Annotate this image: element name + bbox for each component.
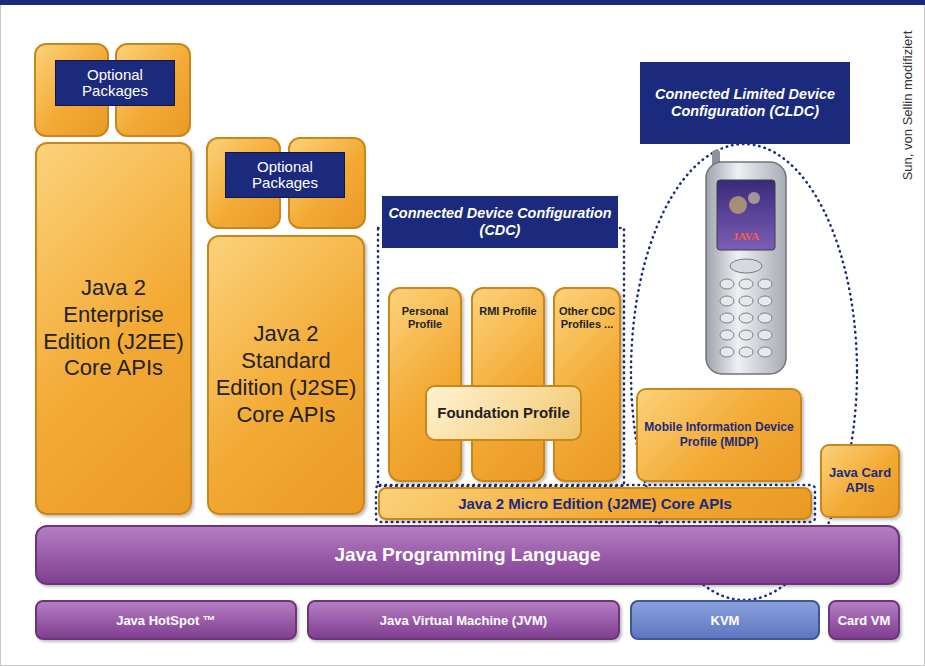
box-text: Java Virtual Machine (JVM) — [380, 613, 547, 628]
screen-graphic — [748, 192, 760, 204]
phone-key — [758, 347, 772, 357]
keypad — [720, 279, 772, 357]
vm-box: Java HotSpot ™ — [35, 600, 297, 640]
edition-box: Java 2 Standard Edition (J2SE) Core APIs — [207, 235, 365, 515]
configuration-heading: Connected Limited Device Configuration (… — [640, 62, 850, 144]
phone-key — [739, 296, 753, 306]
api-box: Java Card APIs — [820, 444, 900, 518]
box-text: Java HotSpot ™ — [116, 613, 216, 628]
screen-graphic — [729, 196, 747, 214]
phone-key — [720, 313, 734, 323]
phone-key — [720, 330, 734, 340]
vm-box: KVM — [630, 600, 820, 640]
box-text: Card VM — [838, 613, 891, 628]
language-bar: Java Programming Language — [35, 525, 900, 585]
phone-key — [720, 296, 734, 306]
vm-box: Java Virtual Machine (JVM) — [307, 600, 620, 640]
phone-body — [706, 162, 786, 374]
cdc-boundary — [378, 228, 624, 486]
edition-box: Java 2 Enterprise Edition (J2EE) Core AP… — [35, 142, 192, 515]
box-text: Optional Packages — [229, 159, 341, 192]
cdc-boundary — [376, 485, 815, 522]
box-text: Java 2 Standard Edition (J2SE) Core APIs — [215, 321, 357, 428]
configuration-heading: Connected Device Configuration (CDC) — [382, 196, 618, 248]
box-text: Java 2 Enterprise Edition (J2EE) Core AP… — [43, 275, 184, 382]
phone-key — [739, 330, 753, 340]
profile-box: Mobile Information Device Profile (MIDP) — [636, 388, 802, 482]
phone-illustration — [706, 150, 786, 374]
box-text: Mobile Information Device Profile (MIDP) — [642, 420, 796, 450]
box-text: RMI Profile — [479, 305, 536, 318]
box-text: Personal Profile — [393, 305, 457, 331]
box-text: Foundation Profile — [437, 404, 570, 421]
screen-text: JAVA — [717, 230, 775, 242]
nav-button — [730, 259, 762, 273]
phone-screen — [717, 180, 775, 250]
core-api-bar: Java 2 Micro Edition (J2ME) Core APIs — [378, 487, 812, 520]
configuration-group: Connected Device Configuration (CDC) Pers… — [378, 196, 624, 486]
phone-key — [720, 279, 734, 289]
phone-key — [720, 347, 734, 357]
phone-key — [758, 313, 772, 323]
box-text: Other CDC Profiles ... — [558, 305, 616, 331]
box-text: Optional Packages — [59, 67, 171, 100]
phone-key — [758, 279, 772, 289]
phone-key — [758, 296, 772, 306]
profile-box: Foundation Profile — [425, 385, 582, 441]
box-text: Java Card APIs — [822, 466, 898, 496]
box-text: KVM — [711, 613, 740, 628]
package-label: Optional Packages — [225, 152, 345, 198]
package-label: Optional Packages — [55, 60, 175, 106]
phone-key — [739, 347, 753, 357]
configuration-group: Connected Limited Device Configuration (… — [630, 62, 860, 482]
credit-note: Sun, von Sellin modifiziert — [900, 0, 915, 216]
box-text: Java Programming Language — [334, 544, 600, 566]
phone-key — [739, 313, 753, 323]
box-text: Java 2 Micro Edition (J2ME) Core APIs — [458, 495, 732, 512]
top-bar — [0, 0, 925, 5]
phone-key — [758, 330, 772, 340]
phone-key — [739, 279, 753, 289]
vm-box: Card VM — [828, 600, 900, 640]
